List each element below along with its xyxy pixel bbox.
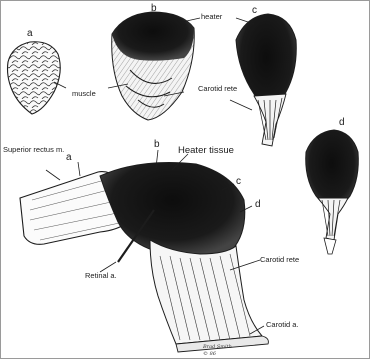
label-carotid-rete-top: Carotid rete [198,84,237,93]
main-heater-organ [20,163,268,353]
panel-c-heater-rete [236,14,296,146]
artist-year: © 86 [203,350,217,357]
label-a-top: a [27,28,33,39]
label-b-top: b [151,3,157,14]
label-d-main: d [255,199,261,210]
label-muscle: muscle [72,89,96,98]
label-heater-tissue: Heater tissue [178,145,234,156]
panel-d-heater-rete [306,130,359,254]
label-heater-top: heater [201,12,223,21]
label-c-main: c [236,176,241,187]
panel-b-heater-muscle [112,12,195,120]
label-carotid-a: Carotid a. [266,320,299,329]
label-b-main: b [154,139,160,150]
label-c-top: c [252,5,257,16]
label-carotid-rete-main: Carotid rete [260,255,299,264]
panel-a-muscle [8,42,61,114]
label-superior-rectus: Superior rectus m. [3,145,64,154]
artist-signature: Brad Smith [202,344,232,350]
label-retinal-a: Retinal a. [85,271,117,280]
label-d-right: d [339,117,345,128]
label-a-main: a [66,152,72,163]
